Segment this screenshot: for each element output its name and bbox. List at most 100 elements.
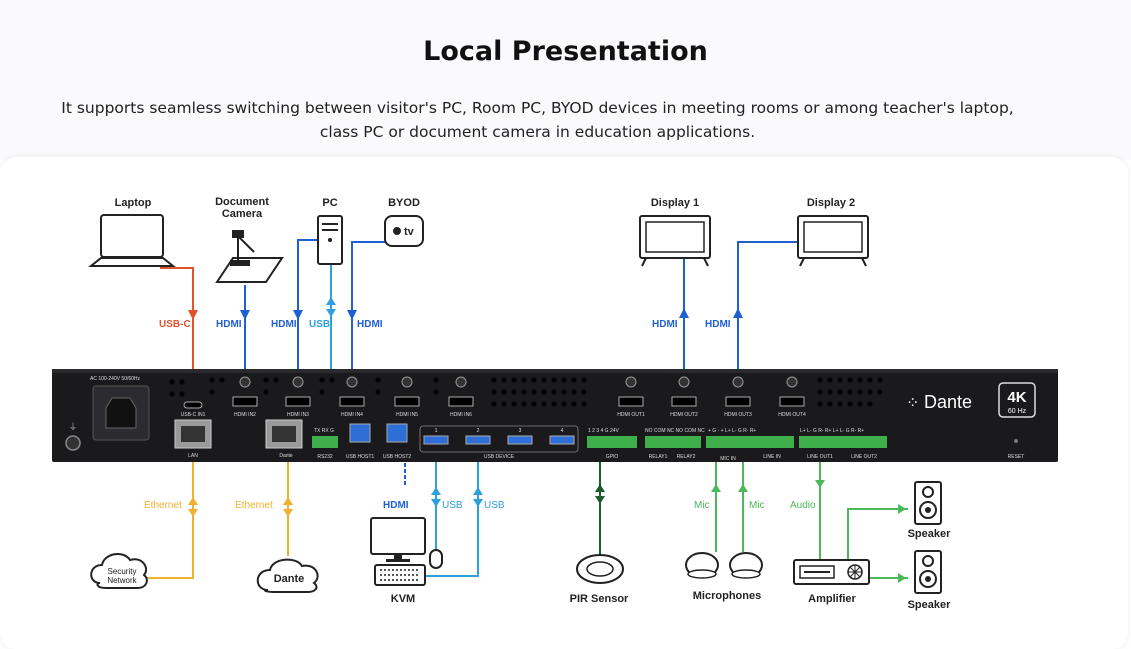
relay-terminal	[645, 436, 701, 448]
arrow-usb-pc-up	[326, 297, 336, 305]
hdmi-in6-label: HDMI IN6	[450, 412, 472, 418]
hdmi-in3-label: HDMI IN3	[287, 412, 309, 418]
hdmi-out1-label: HDMI OUT1	[617, 412, 645, 418]
laptop-label: Laptop	[115, 197, 152, 209]
security-label-1: Security	[108, 567, 137, 576]
display1-device: Display 1	[639, 197, 711, 267]
display1-label: Display 1	[651, 197, 699, 209]
display2-label: Display 2	[807, 197, 855, 209]
arrow-speaker-top	[898, 504, 906, 514]
usb-dev-n4: 4	[561, 428, 564, 434]
byod-device: BYOD tv	[384, 197, 424, 247]
usb-host1-port	[349, 423, 371, 443]
hdmi-out2-label: HDMI OUT2	[670, 412, 698, 418]
kvm-label: KVM	[391, 593, 415, 605]
speaker-top-device: Speaker	[908, 481, 952, 540]
arrow-hdmi-display1	[679, 308, 689, 318]
cable-audio	[819, 445, 908, 579]
label-usbc: USB-C	[159, 319, 191, 330]
arrow-audio	[815, 480, 825, 488]
usb-host2-label: USB HOST2	[383, 454, 412, 460]
arrow-gpio-down	[595, 496, 605, 504]
display2-device: Display 2	[797, 197, 869, 267]
cable-usb-kvm2	[425, 440, 479, 577]
byod-label: BYOD	[388, 197, 420, 209]
usbc-port	[183, 401, 203, 409]
arrow-hdmi-byod	[347, 310, 357, 320]
arrow-usb-pc-down	[326, 309, 336, 317]
label-hdmi-byod: HDMI	[357, 319, 383, 330]
hdmi-out3-label: HDMI OUT3	[724, 412, 752, 418]
dante-cloud-label: Dante	[274, 573, 305, 585]
usb-device-label: USB DEVICE	[484, 454, 515, 460]
badge-hz-text: 60 Hz	[1008, 408, 1027, 415]
ground-screw	[65, 435, 81, 451]
label-mic1: Mic	[694, 500, 710, 511]
relay-pins: NO COM NC NO COM NC	[645, 428, 705, 434]
pc-label: PC	[322, 197, 337, 209]
ground-icon: ⏚	[68, 422, 77, 432]
arrow-eth-lan-up	[188, 497, 198, 505]
label-audio: Audio	[790, 500, 816, 511]
cable-hdmi-byod	[351, 241, 385, 382]
microphones-label: Microphones	[693, 590, 761, 602]
arrow-eth-dante-down	[283, 509, 293, 517]
line-out2-label: LINE OUT2	[851, 454, 877, 460]
pir-sensor-device: PIR Sensor	[570, 554, 629, 605]
label-hdmi-kvm: HDMI	[383, 500, 409, 511]
matrix-chassis: AC 100-240V 50/60Hz ⏚ USB-C IN1 HDMI IN2…	[52, 369, 1058, 462]
pir-label: PIR Sensor	[570, 593, 629, 605]
usb-dev-n2: 2	[477, 428, 480, 434]
arrow-usb-kvm1-down	[431, 499, 441, 507]
arrow-mic2	[738, 484, 748, 492]
dante-brand-icon: ⁘	[906, 395, 919, 412]
label-hdmi-doccam: HDMI	[216, 319, 242, 330]
arrow-speaker-bottom	[898, 573, 906, 583]
page-title: Local Presentation	[423, 36, 708, 67]
apple-icon	[393, 227, 401, 235]
microphones-device: Microphones	[685, 552, 763, 602]
speaker-bottom-label: Speaker	[908, 599, 952, 611]
amplifier-label: Amplifier	[808, 593, 856, 605]
label-ethernet-dante: Ethernet	[235, 500, 273, 511]
label-usb-pc: USB	[309, 319, 330, 330]
arrow-eth-dante-up	[283, 497, 293, 505]
usb-device-ports: 1 2 3 4 USB DEVICE	[419, 425, 579, 460]
reset-button[interactable]	[1014, 439, 1018, 443]
power-label: AC 100-240V 50/60Hz	[90, 376, 141, 382]
cable-hdmi-display1	[669, 241, 685, 382]
reset-label: RESET	[1008, 454, 1025, 460]
relay2-label: RELAY2	[677, 454, 696, 460]
doccam-label-1: Document	[215, 196, 269, 208]
speaker-top-label: Speaker	[908, 528, 952, 540]
doccam-label-2: Camera	[222, 208, 263, 220]
laptop-device: Laptop	[88, 197, 176, 267]
label-hdmi-display2: HDMI	[705, 319, 731, 330]
label-mic2: Mic	[749, 500, 765, 511]
page-subtitle: It supports seamless switching between v…	[61, 99, 1014, 141]
mic-pins: + G - + L+ L- G R- R+	[708, 428, 756, 434]
hdmi-in4-label: HDMI IN4	[341, 412, 363, 418]
label-usb-kvm1: USB	[442, 500, 463, 511]
arrow-hdmi-display2	[733, 308, 743, 318]
pc-device: PC	[317, 197, 343, 265]
usb-host2-port	[386, 423, 408, 443]
arrow-usb-kvm2-down	[473, 499, 483, 507]
badge-4k-text: 4K	[1007, 389, 1026, 406]
line-in-label: LINE IN	[763, 454, 781, 460]
rs232-pins: TX RX G	[314, 428, 334, 434]
cable-ethernet-lan	[140, 455, 194, 579]
line-out-terminal	[799, 436, 887, 448]
security-network-device: Security Network	[90, 553, 148, 589]
arrow-usb-kvm1-up	[431, 487, 441, 495]
label-ethernet-lan: Ethernet	[144, 500, 182, 511]
usb-host1-label: USB HOST1	[346, 454, 375, 460]
arrow-mic1	[711, 484, 721, 492]
arrow-usb-kvm2-up	[473, 487, 483, 495]
cable-hdmi-display2	[737, 241, 798, 382]
cable-hdmi-pc	[297, 239, 318, 382]
hdmi-out4-label: HDMI OUT4	[778, 412, 806, 418]
hdmi-out-ports: HDMI OUT1 HDMI OUT2 HDMI OUT3 HDMI OUT4	[617, 376, 806, 418]
relay1-label: RELAY1	[649, 454, 668, 460]
